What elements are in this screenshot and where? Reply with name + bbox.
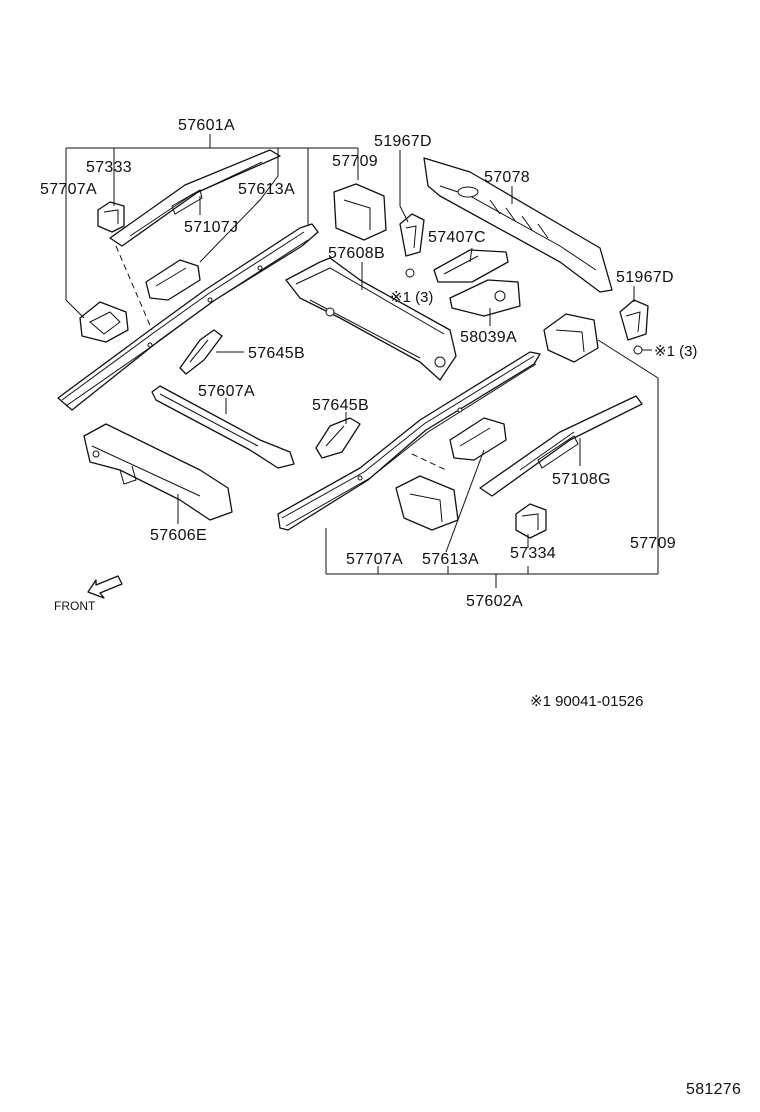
label-57333: 57333	[86, 159, 132, 176]
label-57334: 57334	[510, 545, 556, 562]
bolt-note-top: ※1 (3)	[390, 289, 433, 306]
crossmember-57607A	[151, 385, 295, 469]
label-57608B: 57608B	[328, 245, 385, 262]
extension-57107J	[109, 149, 281, 247]
label-57645B-left: 57645B	[248, 345, 305, 362]
leader-lines	[65, 134, 659, 588]
label-58039A: 58039A	[460, 329, 517, 346]
front-arrow-icon	[87, 575, 123, 599]
label-57607A: 57607A	[198, 383, 255, 400]
label-57606E: 57606E	[150, 527, 207, 544]
reinforcement-57613A-left	[145, 259, 201, 301]
label-57107J: 57107J	[184, 219, 238, 236]
label-57407C: 57407C	[428, 229, 486, 246]
right-frame-rail	[277, 351, 541, 531]
label-57709-bottom: 57709	[630, 535, 676, 552]
label-57613A-left: 57613A	[238, 181, 295, 198]
bracket-57407C	[433, 249, 509, 283]
label-57602A: 57602A	[466, 593, 523, 610]
bracket-57709-top	[333, 183, 387, 241]
label-57645B-center: 57645B	[312, 397, 369, 414]
diagram-number: 581276	[686, 1081, 741, 1098]
brace-57645B-left	[179, 329, 223, 375]
label-57709-top: 57709	[332, 153, 378, 170]
bracket-57709-right	[543, 313, 599, 363]
label-51967D-top: 51967D	[374, 133, 432, 150]
reinforcement-57613A-right	[449, 417, 507, 461]
bracket-51967D-right	[619, 299, 649, 355]
label-57108G: 57108G	[552, 471, 611, 488]
rear-panel-57078	[423, 157, 613, 293]
bracket-57707A-right	[395, 475, 459, 531]
crossmember-57608B	[285, 257, 457, 381]
label-57613A-bottom: 57613A	[422, 551, 479, 568]
bracket-51967D-top	[399, 213, 425, 278]
front-label: FRONT	[54, 599, 96, 613]
extension-57108G	[479, 395, 643, 497]
crossmember-57606E	[83, 423, 233, 521]
bracket-57707A-left	[79, 301, 129, 343]
label-57601A: 57601A	[178, 117, 235, 134]
label-57078: 57078	[484, 169, 530, 186]
bracket-57333	[97, 201, 125, 233]
footnote: ※1 90041-01526	[530, 693, 644, 710]
dashed-lines	[115, 245, 447, 471]
bolt-note-right: ※1 (3)	[654, 343, 697, 360]
label-51967D-right: 51967D	[616, 269, 674, 286]
bracket-57334	[515, 503, 547, 539]
bracket-58039A	[449, 279, 521, 317]
brace-57645B-center	[315, 417, 361, 459]
left-frame-rail	[57, 223, 319, 411]
label-57707A-left: 57707A	[40, 181, 97, 198]
label-57707A-bottom: 57707A	[346, 551, 403, 568]
